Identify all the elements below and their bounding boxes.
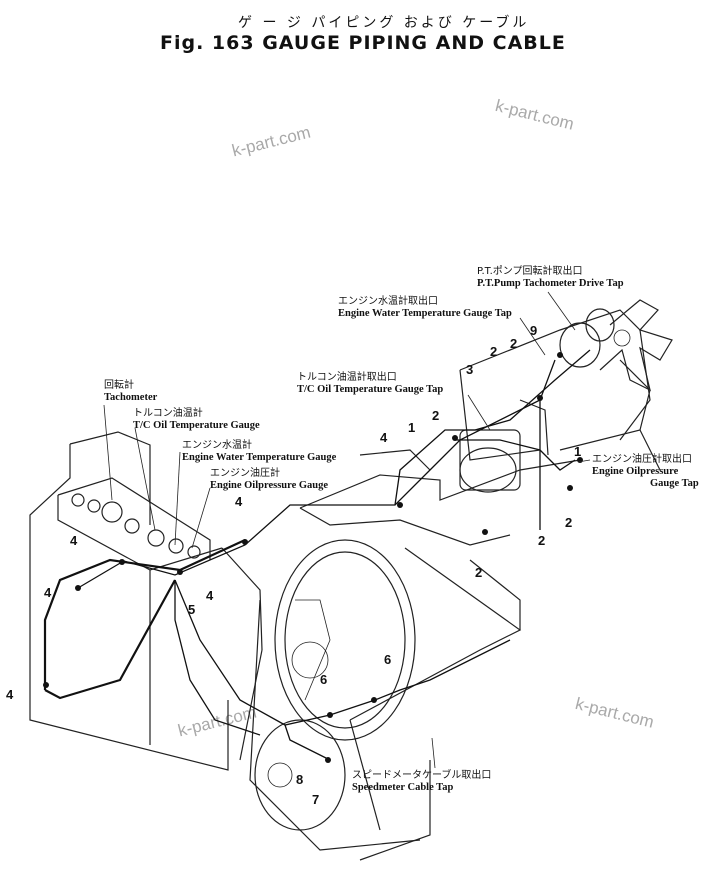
callout-number: 4: [6, 687, 14, 702]
tachometer-jp: 回転計: [104, 380, 134, 391]
leader-lines: [103, 291, 591, 769]
oil-gauge-jp: エンジン油圧計: [210, 468, 280, 479]
tc-oil-temp-gauge-label: トルコン油温計 T/C Oil Temperature Gauge: [133, 408, 260, 432]
tc-gauge-en: T/C Oil Temperature Gauge: [133, 420, 260, 431]
callout-number: 2: [538, 533, 546, 548]
pt-pump-tachometer-tap-label: P.T.ポンプ回転計取出口 P.T.Pump Tachometer Drive …: [477, 266, 624, 290]
tc-tap-en: T/C Oil Temperature Gauge Tap: [297, 384, 444, 395]
callout-number: 1: [408, 420, 416, 435]
callout-number: 2: [565, 515, 573, 530]
callout-number: 2: [510, 336, 518, 351]
callout-number: 9: [530, 323, 538, 338]
water-tap-jp: エンジン水温計取出口: [338, 296, 438, 307]
water-temp-tap-label: エンジン水温計取出口 Engine Water Temperature Gaug…: [338, 296, 512, 320]
callout-number: 5: [188, 602, 196, 617]
water-tap-en: Engine Water Temperature Gauge Tap: [338, 308, 512, 319]
pt-pump-tap-en: P.T.Pump Tachometer Drive Tap: [477, 278, 624, 289]
tachometer-label: 回転計 Tachometer: [104, 380, 157, 404]
callout-number: 8: [296, 772, 304, 787]
callout-number: 3: [466, 362, 474, 377]
tc-tap-jp: トルコン油温計取出口: [297, 372, 397, 383]
oil-tap-en1: Engine Oilpressure: [592, 466, 679, 477]
speedometer-cable-tap-label: スピードメータケーブル取出口 Speedmeter Cable Tap: [352, 770, 491, 794]
callout-number: 2: [475, 565, 483, 580]
speedo-en: Speedmeter Cable Tap: [352, 782, 454, 793]
callout-number: 4: [380, 430, 388, 445]
water-gauge-jp: エンジン水温計: [182, 440, 252, 451]
callout-number: 4: [70, 533, 78, 548]
callout-number: 4: [235, 494, 243, 509]
callout-number: 2: [490, 344, 498, 359]
callout-number: 2: [432, 408, 440, 423]
callout-number: 1: [574, 444, 582, 459]
pt-pump-tap-jp: P.T.ポンプ回転計取出口: [477, 266, 583, 277]
water-gauge-en: Engine Water Temperature Gauge: [182, 452, 337, 463]
callout-number: 4: [206, 588, 214, 603]
figure-title: Fig. 163 GAUGE PIPING AND CABLE: [160, 32, 566, 54]
cab-outline: [29, 431, 263, 771]
oil-gauge-en: Engine Oilpressure Gauge: [210, 480, 329, 491]
oil-pressure-gauge-label: エンジン油圧計 Engine Oilpressure Gauge: [210, 468, 328, 492]
tc-oil-temp-tap-label: トルコン油温計取出口 T/C Oil Temperature Gauge Tap: [297, 372, 443, 396]
callout-number: 6: [384, 652, 392, 667]
pipe-clamps: [43, 352, 583, 763]
gauge-piping: [43, 349, 591, 761]
water-temp-gauge-label: エンジン水温計 Engine Water Temperature Gauge: [182, 440, 336, 464]
gauge-panel: [71, 493, 201, 559]
speedo-jp: スピードメータケーブル取出口: [352, 770, 492, 781]
tc-gauge-jp: トルコン油温計: [133, 408, 203, 419]
callout-number: 7: [312, 792, 320, 807]
oil-tap-en2: Gauge Tap: [650, 478, 699, 489]
oil-pressure-tap-label: エンジン油圧計取出口 Engine Oilpressure Gauge Tap: [592, 454, 699, 490]
transmission-housing: [249, 539, 421, 851]
tachometer-en: Tachometer: [104, 392, 158, 403]
title-japanese: ゲ ー ジ パイピング および ケーブル: [238, 15, 530, 31]
frame-outline: [299, 359, 661, 861]
callout-number: 6: [320, 672, 328, 687]
callout-number: 4: [44, 585, 52, 600]
oil-tap-jp: エンジン油圧計取出口: [592, 454, 692, 465]
